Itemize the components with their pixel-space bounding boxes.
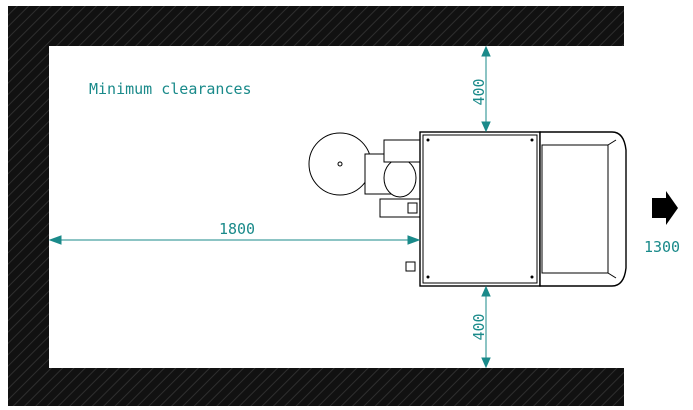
wall-left <box>8 6 49 382</box>
dim-arrowhead-bottom-1 <box>481 285 491 297</box>
dim-label-left: 1800 <box>219 220 255 238</box>
dim-arrowhead-left-1 <box>48 235 62 245</box>
arrow-right-icon <box>652 191 678 225</box>
panel-edge-bottom <box>607 272 617 279</box>
dim-arrowhead-bottom-2 <box>481 357 491 369</box>
dim-label-right: 1300 <box>644 238 680 256</box>
burner-bracket <box>383 139 421 163</box>
small-fitting <box>405 261 416 272</box>
dim-arrowhead-left-2 <box>407 235 421 245</box>
wall-top <box>8 6 624 46</box>
panel-edge-top <box>607 139 617 146</box>
flue-cap <box>308 132 372 196</box>
burner-housing <box>383 158 417 198</box>
dim-arrowhead-top-2 <box>481 121 491 133</box>
boiler-body-inner <box>422 134 538 284</box>
boiler-unit <box>308 131 627 287</box>
dim-label-bottom: 400 <box>470 313 488 340</box>
front-panel-inset <box>541 144 609 274</box>
body-screws <box>426 138 534 279</box>
wall-bottom <box>8 368 624 406</box>
dimension-lines <box>48 45 491 369</box>
boiler-body <box>419 131 541 287</box>
diagram-title: Minimum clearances <box>89 80 252 98</box>
wall-frame <box>8 6 624 406</box>
dim-label-top: 400 <box>470 78 488 105</box>
front-panel <box>539 131 627 287</box>
flue-center-mark <box>337 161 343 167</box>
dim-arrowhead-top-1 <box>481 45 491 57</box>
burner-fitting <box>407 202 418 214</box>
